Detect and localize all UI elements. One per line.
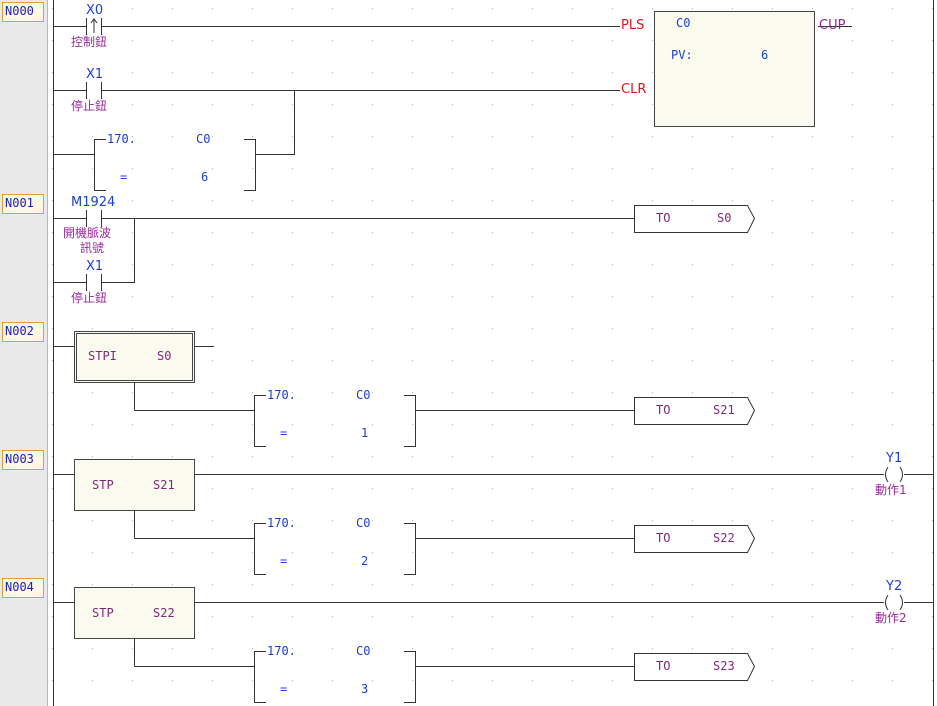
to-s0-target: S0 [717, 211, 732, 225]
stp-state: S21 [153, 478, 175, 492]
to-s21-label[interactable]: TO [656, 403, 671, 417]
stp-state: S22 [153, 606, 175, 620]
compare-value: 3 [361, 682, 369, 696]
contact-m1924-comment-2: 訊號 [80, 241, 105, 255]
contact-x1b-comment: 停止鈕 [71, 291, 108, 305]
compare-op: 170. [267, 644, 296, 658]
cup-pin-label: CUP [819, 18, 846, 33]
stp-s21-block[interactable]: STP S21 [74, 459, 195, 511]
compare-operand: C0 [356, 388, 371, 402]
to-s22-target: S22 [713, 531, 735, 545]
contact-m1924-comment-1: 開機脈波 [63, 226, 112, 240]
compare-value: 1 [361, 426, 369, 440]
compare-operand: C0 [196, 132, 211, 146]
contact-x1-device[interactable]: X1 [86, 67, 104, 82]
wires [53, 0, 934, 706]
pv-label: PV: [671, 48, 693, 62]
network-label-n003[interactable]: N003 [2, 450, 44, 470]
compare-operand: C0 [356, 644, 371, 658]
contact-x1b-device[interactable]: X1 [86, 259, 104, 274]
compare-value: 2 [361, 554, 369, 568]
compare-value: 6 [201, 170, 209, 184]
coil-y2-device[interactable]: Y2 [886, 579, 903, 594]
stpi-state: S0 [157, 349, 172, 363]
coil-y2-comment: 動作2 [875, 611, 907, 625]
compare-sign: = [120, 170, 128, 184]
compare-sign: = [280, 426, 288, 440]
to-s23-label[interactable]: TO [656, 659, 671, 673]
network-label-n004[interactable]: N004 [2, 578, 44, 598]
stpi-s0-block[interactable]: STPI S0 [74, 331, 195, 383]
to-s23-target: S23 [713, 659, 735, 673]
network-label-n002[interactable]: N002 [2, 322, 44, 342]
contact-x0-device[interactable]: X0 [86, 3, 104, 18]
contact-m1924-device[interactable]: M1924 [71, 195, 116, 210]
counter-name: C0 [676, 16, 691, 30]
to-s0-label[interactable]: TO [656, 211, 671, 225]
stp-label: STP [92, 606, 114, 620]
network-label-n001[interactable]: N001 [2, 194, 44, 214]
pls-pin-label: PLS [621, 18, 645, 33]
contact-x1-comment: 停止鈕 [71, 99, 108, 113]
coil-y1-comment: 動作1 [875, 483, 907, 497]
compare-sign: = [280, 682, 288, 696]
network-label-n000[interactable]: N000 [2, 2, 44, 22]
stpi-label: STPI [88, 349, 117, 363]
counter-block[interactable]: C0 PV: 6 [654, 11, 815, 127]
compare-op: 170. [107, 132, 136, 146]
stp-label: STP [92, 478, 114, 492]
pv-value: 6 [761, 48, 769, 62]
compare-op: 170. [267, 388, 296, 402]
compare-op: 170. [267, 516, 296, 530]
to-s22-label[interactable]: TO [656, 531, 671, 545]
compare-sign: = [280, 554, 288, 568]
coil-y1-device[interactable]: Y1 [886, 451, 903, 466]
contact-x0-comment: 控制鈕 [71, 35, 108, 49]
stp-s22-block[interactable]: STP S22 [74, 587, 195, 639]
clr-pin-label: CLR [621, 82, 647, 97]
to-s21-target: S21 [713, 403, 735, 417]
compare-operand: C0 [356, 516, 371, 530]
